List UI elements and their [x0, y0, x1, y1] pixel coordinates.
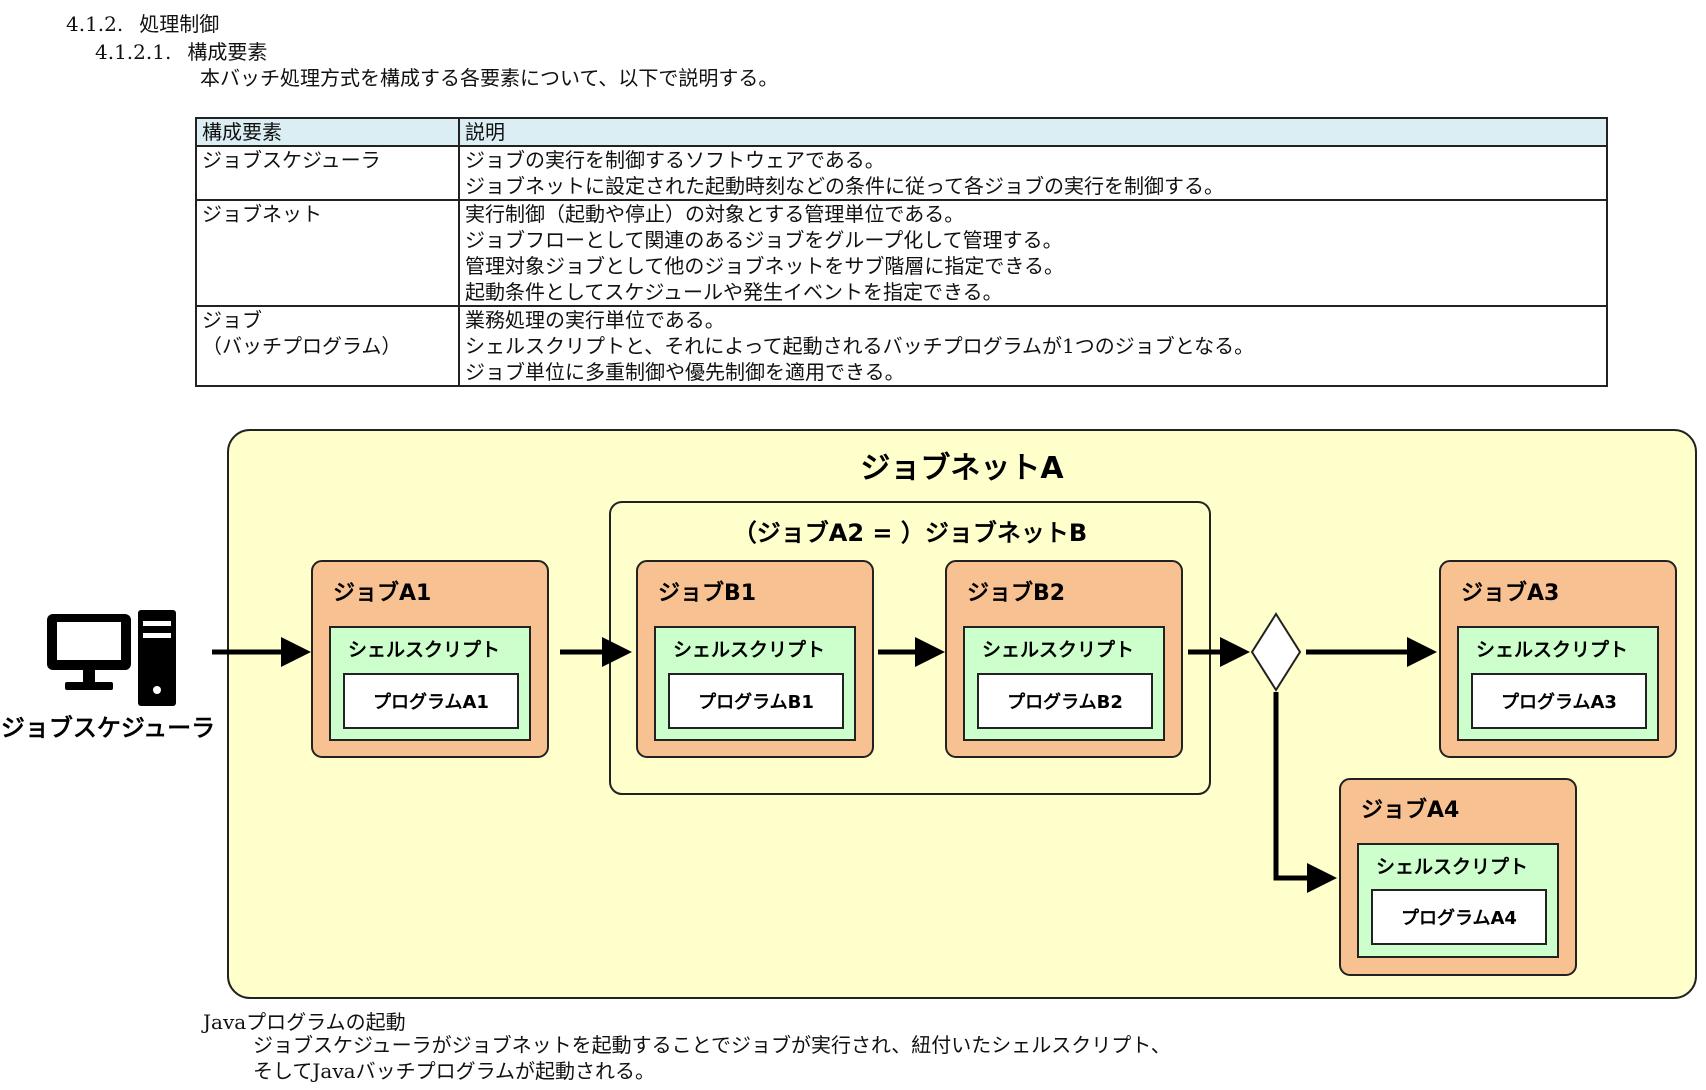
program-b1-label: プログラムB1: [698, 691, 814, 713]
desktop-computer-icon: [47, 610, 176, 706]
program-box: [343, 673, 519, 729]
table-cell-description: ジョブの実行を制御するソフトウェアである。 ジョブネットに設定された起動時刻など…: [458, 145, 1608, 201]
job-a3: ジョブA3 シェルスクリプト プログラムA3: [1439, 560, 1677, 758]
job-b1-label: ジョブB1: [658, 580, 756, 606]
java-startup-body: ジョブスケジューラがジョブネットを起動することでジョブが実行され、紐付いたシェル…: [253, 1033, 1171, 1083]
job-b2-label: ジョブB2: [967, 580, 1065, 606]
java-startup-title: Javaプログラムの起動: [203, 1010, 406, 1034]
jobnet-a-label: ジョブネットA: [860, 451, 1064, 486]
section-heading-4-1-2: 4.1.2.処理制御: [66, 12, 220, 36]
intro-text: 本バッチ処理方式を構成する各要素について、以下で説明する。: [200, 66, 779, 90]
jobnet-diagram: ジョブネットA （ジョブA2 = ）ジョブネットB ジョブスケジューラ ジョブA…: [1, 429, 1697, 999]
table-cell-description: 業務処理の実行単位である。 シェルスクリプトと、それによって起動されるバッチプロ…: [458, 305, 1608, 387]
shell-script-label: シェルスクリプト: [982, 638, 1134, 661]
job-a3-label: ジョブA3: [1461, 580, 1559, 606]
table-cell-component: ジョブ （バッチプログラム）: [195, 305, 460, 387]
table-cell-component: ジョブスケジューラ: [195, 145, 460, 201]
program-a3-label: プログラムA3: [1501, 691, 1617, 713]
table-header-row: 構成要素 説明: [195, 117, 1608, 147]
job-a4-label: ジョブA4: [1361, 797, 1459, 823]
shell-script-label: シェルスクリプト: [1476, 638, 1628, 661]
table-row: ジョブスケジューラ ジョブの実行を制御するソフトウェアである。 ジョブネットに設…: [195, 145, 1608, 201]
job-a4: ジョブA4 シェルスクリプト プログラムA4: [1339, 778, 1577, 976]
table-cell-description: 実行制御（起動や停止）の対象とする管理単位である。 ジョブフローとして関連のある…: [458, 199, 1608, 307]
table-header-description: 説明: [458, 117, 1608, 147]
table-header-component: 構成要素: [195, 117, 460, 147]
branch-decision-diamond: [1250, 612, 1302, 692]
shell-script-label: シェルスクリプト: [1376, 855, 1528, 878]
section-heading-4-1-2-1: 4.1.2.1.構成要素: [95, 40, 268, 64]
table-cell-component: ジョブネット: [195, 199, 460, 307]
program-a1-label: プログラムA1: [373, 691, 489, 713]
job-b2: ジョブB2 シェルスクリプト プログラムB2: [945, 560, 1183, 758]
job-b1: ジョブB1 シェルスクリプト プログラムB1: [636, 560, 874, 758]
shell-script-label: シェルスクリプト: [348, 638, 500, 661]
job-a1-label: ジョブA1: [333, 580, 431, 606]
jobnet-b-label: （ジョブA2 = ）ジョブネットB: [733, 519, 1087, 547]
program-b2-label: プログラムB2: [1007, 691, 1123, 713]
table-row: ジョブ （バッチプログラム） 業務処理の実行単位である。 シェルスクリプトと、そ…: [195, 305, 1608, 387]
program-box: [1471, 673, 1647, 729]
job-a1: ジョブA1 シェルスクリプト プログラムA1: [311, 560, 549, 758]
arrow-branch-to-a4: [1273, 692, 1337, 893]
shell-script-label: シェルスクリプト: [673, 638, 825, 661]
program-box: [977, 673, 1153, 729]
program-box: [668, 673, 844, 729]
program-box: [1371, 889, 1547, 945]
scheduler-label: ジョブスケジューラ: [1, 714, 215, 742]
program-a4-label: プログラムA4: [1401, 907, 1517, 929]
component-table: 構成要素 説明 ジョブスケジューラ ジョブの実行を制御するソフトウェアである。 …: [195, 117, 1608, 387]
table-row: ジョブネット 実行制御（起動や停止）の対象とする管理単位である。 ジョブフローと…: [195, 199, 1608, 307]
